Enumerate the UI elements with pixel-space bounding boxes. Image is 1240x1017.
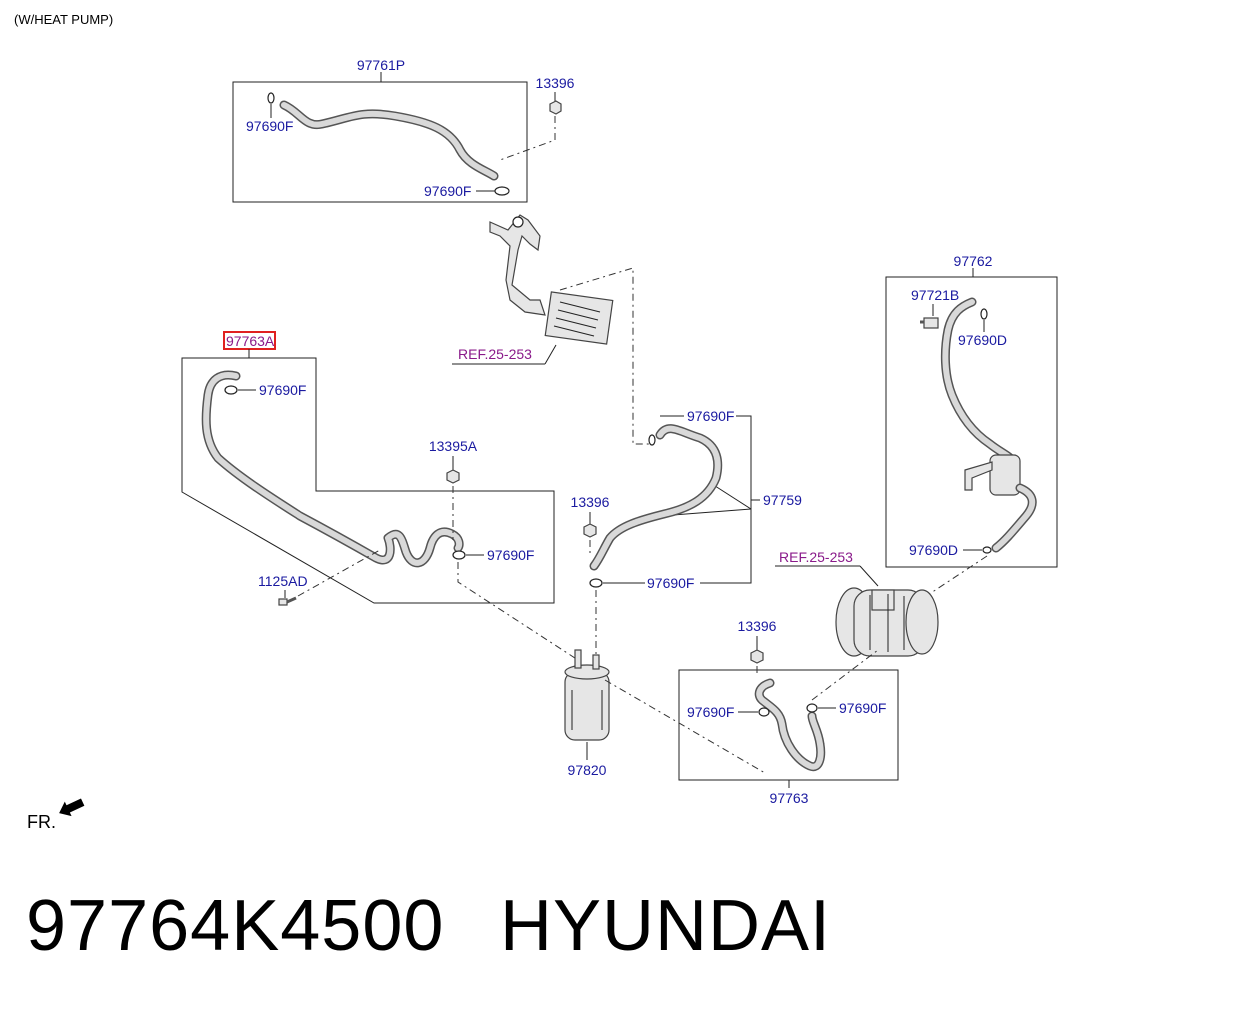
label-97690F-b[interactable]: 97690F: [424, 183, 471, 199]
hose-97762[interactable]: [940, 297, 1037, 553]
label-97690F-e[interactable]: 97690F: [687, 408, 734, 424]
ref-25-253-right[interactable]: REF.25-253: [779, 549, 853, 565]
hose-97761P[interactable]: [279, 100, 499, 181]
nut-icon: [549, 100, 562, 115]
label-97690D-a[interactable]: 97690D: [958, 332, 1007, 348]
front-arrow-icon: [59, 798, 85, 817]
compressor: [835, 587, 939, 657]
sensor-icon: [920, 317, 939, 329]
label-97759[interactable]: 97759: [763, 492, 802, 508]
label-97820[interactable]: 97820: [568, 762, 607, 778]
label-97721B[interactable]: 97721B: [911, 287, 959, 303]
nut-icon: [446, 469, 460, 484]
group-box-97763A: [181, 357, 555, 604]
hose-97759[interactable]: [589, 424, 723, 571]
receiver-drier-97820[interactable]: [564, 649, 610, 741]
label-97690F-c[interactable]: 97690F: [259, 382, 306, 398]
bracket-cooler: [489, 214, 614, 345]
parts-diagram: (W/HEAT PUMP) 97761P 97690F 97690F 13396…: [14, 12, 1058, 832]
nut-icon: [750, 649, 764, 664]
label-13395A[interactable]: 13395A: [429, 438, 478, 454]
hose-97763A[interactable]: [201, 370, 464, 568]
label-97690F-f[interactable]: 97690F: [647, 575, 694, 591]
label-97690F-a[interactable]: 97690F: [246, 118, 293, 134]
oring-icon: [267, 92, 275, 104]
label-13396-top[interactable]: 13396: [536, 75, 575, 91]
hose-97763[interactable]: [754, 678, 826, 772]
label-97690F-h[interactable]: 97690F: [839, 700, 886, 716]
brand-name: HYUNDAI: [500, 886, 832, 966]
part-number: 97764K4500: [26, 886, 445, 966]
label-13396-mid[interactable]: 13396: [571, 494, 610, 510]
label-97763A-highlighted[interactable]: 97763A: [226, 333, 275, 349]
front-marker: FR.: [27, 812, 56, 832]
label-13396-low[interactable]: 13396: [738, 618, 777, 634]
label-97761P[interactable]: 97761P: [357, 57, 405, 73]
label-97690F-d[interactable]: 97690F: [487, 547, 534, 563]
group-box-97762: [885, 276, 1058, 568]
nut-icon: [583, 523, 597, 538]
bolt-icon: [278, 596, 297, 606]
label-1125AD[interactable]: 1125AD: [258, 573, 308, 589]
label-97762[interactable]: 97762: [954, 253, 993, 269]
oring-icon: [494, 186, 510, 196]
ref-25-253-top[interactable]: REF.25-253: [458, 346, 532, 362]
footer: 97764K4500 HYUNDAI: [0, 845, 1240, 1017]
header-note: (W/HEAT PUMP): [14, 12, 113, 27]
label-97763[interactable]: 97763: [770, 790, 809, 806]
group-box-97761P: [232, 81, 528, 203]
label-97690D-b[interactable]: 97690D: [909, 542, 958, 558]
label-97690F-g[interactable]: 97690F: [687, 704, 734, 720]
group-box-97763: [678, 669, 899, 781]
